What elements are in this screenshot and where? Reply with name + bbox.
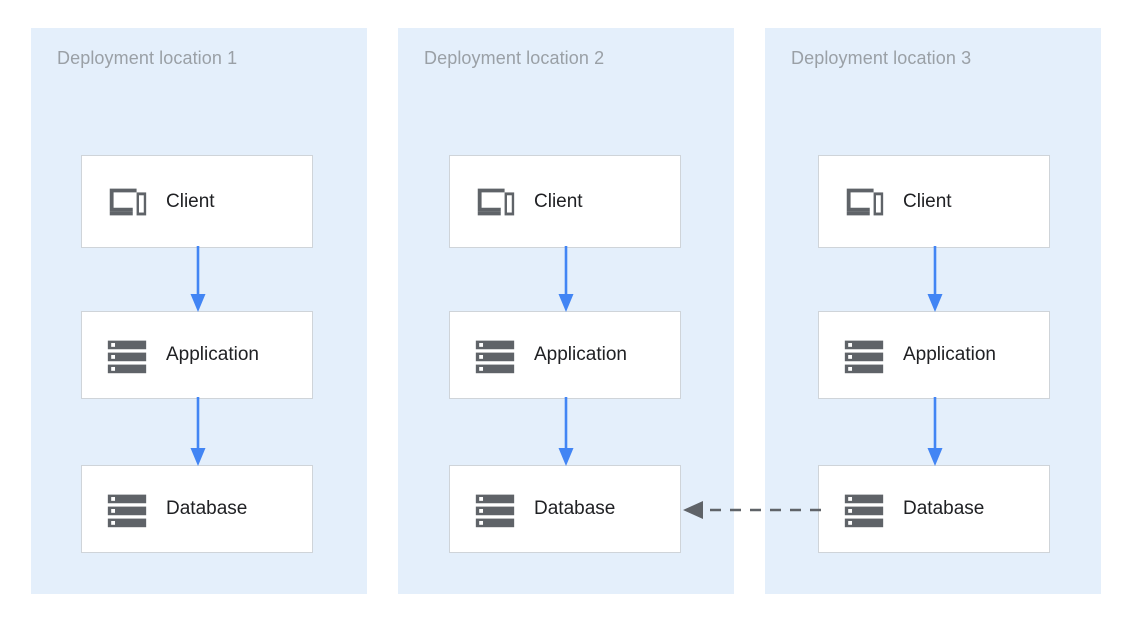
node-client-1[interactable]: Client xyxy=(81,155,313,248)
region-title: Deployment location 2 xyxy=(424,48,605,68)
node-database-1[interactable]: Database xyxy=(81,465,313,553)
devices-icon xyxy=(109,188,147,215)
node-application-2[interactable]: Application xyxy=(449,311,681,399)
devices-icon xyxy=(477,188,515,215)
server-icon xyxy=(475,340,515,374)
devices-icon xyxy=(846,188,884,215)
server-icon xyxy=(475,494,515,528)
node-label: Client xyxy=(903,190,952,212)
region-title: Deployment location 1 xyxy=(57,48,238,68)
node-label: Application xyxy=(534,344,627,365)
server-icon xyxy=(107,494,147,528)
node-label: Client xyxy=(534,190,583,212)
node-application-1[interactable]: Application xyxy=(81,311,313,399)
connector-client-to-application-3 xyxy=(927,246,943,312)
node-database-2[interactable]: Database xyxy=(449,465,681,553)
region-title: Deployment location 3 xyxy=(791,48,972,68)
node-label: Application xyxy=(166,344,259,365)
connector-application-to-database-2 xyxy=(558,397,574,466)
connector-database-3-to-database-2 xyxy=(683,501,821,519)
node-client-2[interactable]: Client xyxy=(449,155,681,248)
node-client-3[interactable]: Client xyxy=(818,155,1050,248)
connector-application-to-database-3 xyxy=(927,397,943,466)
node-label: Application xyxy=(903,344,996,365)
node-label: Database xyxy=(534,498,616,519)
node-label: Database xyxy=(903,498,985,519)
node-database-3[interactable]: Database xyxy=(818,465,1050,553)
node-application-3[interactable]: Application xyxy=(818,311,1050,399)
server-icon xyxy=(844,340,884,374)
connector-application-to-database-1 xyxy=(190,397,206,466)
node-label: Database xyxy=(166,498,248,519)
server-icon xyxy=(107,340,147,374)
connector-client-to-application-1 xyxy=(190,246,206,312)
connector-client-to-application-2 xyxy=(558,246,574,312)
node-label: Client xyxy=(166,190,215,212)
server-icon xyxy=(844,494,884,528)
